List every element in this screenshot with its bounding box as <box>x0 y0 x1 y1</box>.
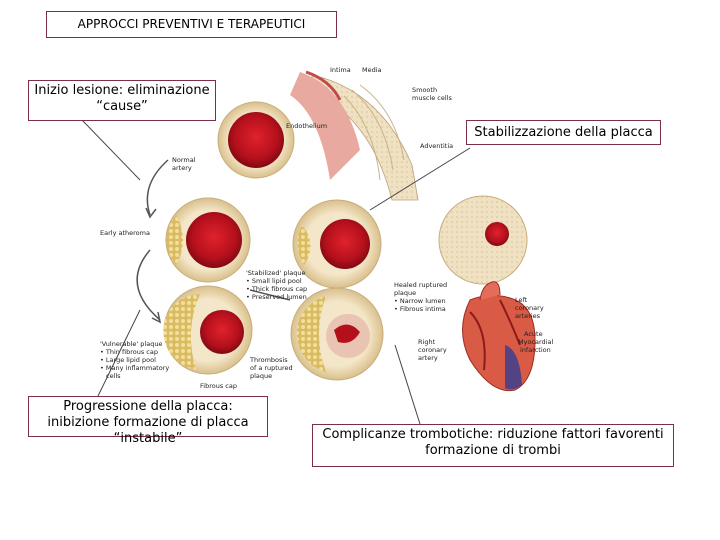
label-preserved-lumen: • Preserved lumen <box>246 293 307 301</box>
label-plaque2: plaque <box>250 372 272 380</box>
label-endothelium: Endothelium <box>286 122 327 130</box>
progression-arrows <box>136 159 291 324</box>
label-cells: cells <box>106 372 121 380</box>
normal-artery <box>217 101 295 179</box>
label-media: Media <box>362 66 382 74</box>
thrombosis-plaque <box>290 287 384 381</box>
callout-stabilizzazione-text: Stabilizzazione della placca <box>474 125 653 140</box>
vessel-wall-cutaway <box>290 70 419 201</box>
label-right: Right <box>418 338 436 346</box>
label-of-ruptured: of a ruptured <box>250 364 293 372</box>
label-large-lipid: • Large lipid pool <box>100 356 156 364</box>
label-left: Left <box>515 296 528 304</box>
label-thick-cap: • Thick fibrous cap <box>246 285 307 293</box>
label-vulnerable: 'Vulnerable' plaque <box>100 340 162 348</box>
label-intima: Intima <box>330 66 351 74</box>
callout-inizio-text: Inizio lesione: eliminazione “cause” <box>34 83 210 114</box>
label-early-atheroma: Early atheroma <box>100 229 150 237</box>
early-atheroma <box>165 197 251 283</box>
vulnerable-plaque <box>163 285 253 375</box>
callout-progressione: Progressione della placca: inibizione fo… <box>28 396 268 446</box>
heart-illustration <box>462 281 536 392</box>
label-arteries: arteries <box>515 312 541 320</box>
label-muscle-cells: muscle cells <box>412 94 452 102</box>
label-healed: Healed ruptured <box>394 281 447 289</box>
callout-stabilizzazione: Stabilizzazione della placca <box>466 120 661 145</box>
callout-complicanze: Complicanze trombotiche: riduzione fatto… <box>312 424 674 467</box>
callout-connectors <box>81 119 471 425</box>
label-infarction: infarction <box>520 346 551 354</box>
label-adventitia: Adventitia <box>420 142 453 150</box>
label-narrow-lumen: • Narrow lumen <box>394 297 446 305</box>
label-fibrous-intima: • Fibrous intima <box>394 305 446 313</box>
callout-complicanze-text: Complicanze trombotiche: riduzione fatto… <box>322 427 664 458</box>
page-title-text: APPROCCI PREVENTIVI E TERAPEUTICI <box>77 17 306 31</box>
callout-progressione-text: Progressione della placca: inibizione fo… <box>47 399 249 446</box>
label-coronary: coronary <box>515 304 544 312</box>
label-thrombosis: Thrombosis <box>249 356 288 364</box>
label-stabilized: 'Stabilized' plaque <box>246 269 306 277</box>
page-title: APPROCCI PREVENTIVI E TERAPEUTICI <box>46 11 337 38</box>
label-coronary2: coronary <box>418 346 447 354</box>
label-artery2: artery <box>418 354 438 362</box>
label-many-inflam: • Many inflammatory <box>100 364 169 372</box>
label-artery: artery <box>172 164 192 172</box>
label-smooth: Smooth <box>412 86 437 94</box>
stabilized-plaque <box>292 199 382 289</box>
label-small-lipid: • Small lipid pool <box>246 277 302 285</box>
label-acute: Acute <box>524 330 543 338</box>
label-normal: Normal <box>172 156 196 164</box>
label-fibrous-cap: Fibrous cap <box>200 382 237 390</box>
label-myocardial: Myocardial <box>518 338 553 346</box>
label-thin-cap: • Thin fibrous cap <box>100 348 158 356</box>
callout-inizio-lesione: Inizio lesione: eliminazione “cause” <box>28 80 216 121</box>
label-plaque: plaque <box>394 289 416 297</box>
healed-plaque <box>438 195 528 285</box>
